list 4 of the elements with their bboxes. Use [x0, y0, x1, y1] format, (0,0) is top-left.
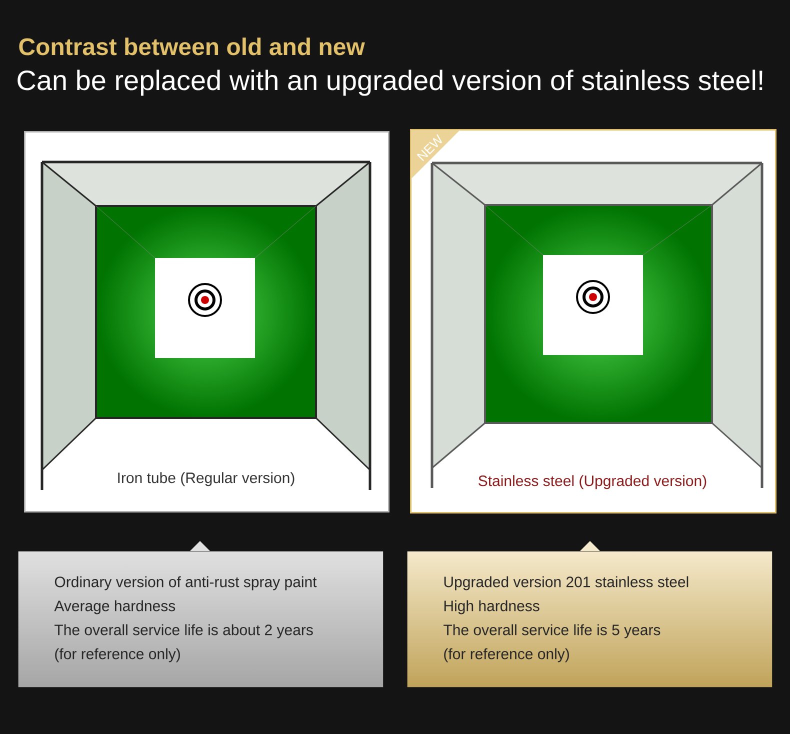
info-box: Ordinary version of anti-rust spray paint Average hardness The overall service life is about 2 years (for reference only) [18, 541, 384, 688]
heading: Contrast between old and new [19, 38, 365, 56]
subtitle: Can be replaced with an upgraded version of stainless steel! [18, 70, 762, 96]
info-box: Upgraded version 201 stainless steel High hardness The overall service life is 5 years (for reference only) [407, 541, 772, 688]
